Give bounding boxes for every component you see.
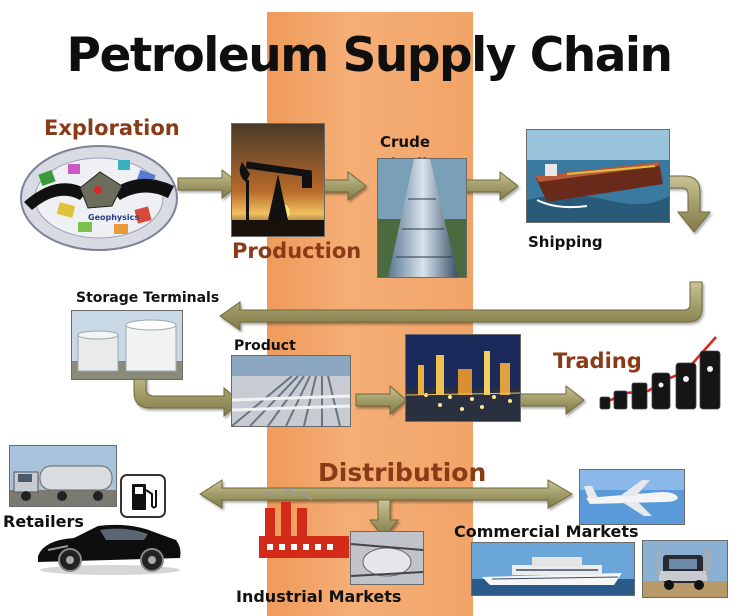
exploration-label: Exploration xyxy=(44,116,180,140)
airplane-photo xyxy=(579,469,685,525)
crude-pipeline-photo xyxy=(377,158,467,278)
crude-pipelines-line1: Crude xyxy=(380,133,430,151)
factory-icon xyxy=(259,490,349,558)
industrial-pipes-icon xyxy=(351,532,423,584)
industrial-photo xyxy=(350,531,424,585)
semi-truck-photo xyxy=(642,540,728,598)
arrow-refinery-trading xyxy=(519,384,585,416)
arrow-shipping-down xyxy=(639,175,712,233)
cruise-ship-icon xyxy=(472,543,634,595)
commercial-markets-label: Commercial Markets xyxy=(454,522,639,541)
arrow-distribution xyxy=(199,479,573,509)
diagram-title: Petroleum Supply Chain xyxy=(66,28,674,83)
trading-barrels-icon xyxy=(599,336,721,410)
storage-terminals-label: Storage Terminals xyxy=(76,290,220,306)
tanker-ship-icon xyxy=(527,130,669,222)
production-label: Production xyxy=(232,239,362,263)
trading-label: Trading xyxy=(553,349,642,373)
refinery-icon xyxy=(406,335,520,421)
industrial-markets-label: Industrial Markets xyxy=(236,587,402,606)
pipeline-icon xyxy=(378,159,466,277)
product-pipelines-photo xyxy=(231,355,351,427)
arrow-return-storage xyxy=(219,281,703,331)
storage-terminals-photo xyxy=(71,310,183,380)
refinery-photo xyxy=(405,334,521,422)
distribution-label: Distribution xyxy=(318,458,487,487)
retailers-tanker-photo xyxy=(9,445,117,507)
tanker-truck-icon xyxy=(10,446,116,506)
exploration-globe-icon: Geophysics xyxy=(20,145,178,251)
shipping-label: Shipping xyxy=(528,233,603,251)
airplane-icon xyxy=(580,470,684,524)
pumpjack-icon xyxy=(232,124,324,236)
globe-caption: Geophysics xyxy=(88,213,139,222)
arrow-product-refinery xyxy=(355,384,407,416)
car-icon xyxy=(38,524,181,575)
product-label: Product xyxy=(234,338,296,354)
storage-tank-icon xyxy=(72,311,182,379)
fuel-pump-icon xyxy=(120,474,166,518)
product-pipes-icon xyxy=(232,356,350,426)
semi-truck-icon xyxy=(643,541,727,597)
retailers-label: Retailers xyxy=(3,512,84,531)
arrow-distribution-industrial xyxy=(368,499,400,539)
shipping-photo xyxy=(526,129,670,223)
production-photo xyxy=(231,123,325,237)
cruise-ship-photo xyxy=(471,542,635,596)
